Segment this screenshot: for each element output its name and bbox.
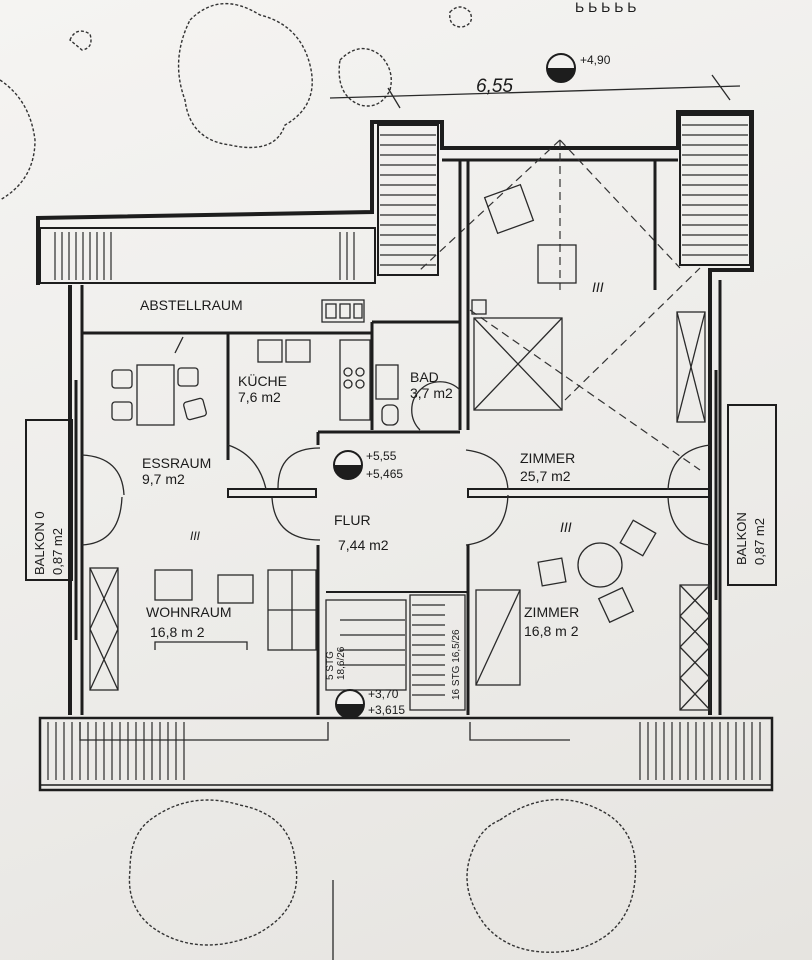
stair-left-label: 5 STG: [325, 651, 336, 680]
outer-walls: [36, 110, 754, 715]
room-area-zimmer-large: 25,7 m2: [520, 468, 571, 484]
room-area-flur: 7,44 m2: [338, 537, 389, 553]
level-marker-stair: +3,70 +3,615: [335, 687, 405, 719]
stair-right-labels: 16 STG 16,5/26: [451, 629, 462, 700]
window-box-left: [89, 567, 119, 691]
svg-text:Ь Ь Ь Ь Ь: Ь Ь Ь Ь Ь: [575, 0, 637, 15]
stair-top-left: [377, 124, 439, 276]
room-mark-zimmer-small: III: [560, 519, 572, 535]
room-area-wohnraum: 16,8 m 2: [150, 624, 205, 640]
room-label-essraum: ESSRAUM: [142, 455, 211, 471]
level-flur-upper: +5,55: [366, 449, 397, 463]
room-mark-zimmer-large: III: [592, 279, 604, 295]
room-label-zimmer-small: ZIMMER: [524, 604, 579, 620]
room-label-bad: BAD: [410, 369, 439, 385]
room-label-abstellraum: ABSTELLRAUM: [140, 297, 243, 313]
kitchen-fixtures: [257, 299, 371, 421]
balcony-left-label: BALKON 0: [32, 511, 47, 575]
tree-bottom-right: [466, 798, 637, 953]
balcony-right: [714, 370, 777, 600]
balcony-right-area: 0,87 m2: [752, 518, 767, 565]
window-box-right-upper: [676, 311, 706, 423]
roof-dash-lines: [419, 139, 701, 471]
zimmer-small-furniture: [537, 519, 657, 624]
dimension-label: 6,55: [476, 76, 513, 97]
window-box-right-lower: [679, 584, 711, 711]
room-label-wohnraum: WOHNRAUM: [146, 604, 232, 620]
level-top-value: +4,90: [580, 53, 611, 67]
balcony-left-area: 0,87 m2: [50, 528, 65, 575]
balcony-rail-top-left: [39, 227, 376, 284]
stair-left-labels: 5 STG 18,6/26: [325, 646, 347, 680]
wardrobe-zimmer-small: [475, 589, 521, 686]
level-stair-upper: +3,70: [368, 687, 399, 701]
level-stair-lower: +3,615: [368, 703, 405, 717]
balcony-right-label: BALKON: [734, 512, 749, 565]
tree-bottom-left: [128, 799, 298, 946]
balcony-right-labels: BALKON 0,87 m2: [734, 512, 767, 565]
stair-lower-right: [409, 594, 466, 711]
stair-lower-left: [325, 599, 407, 691]
dining-table: [111, 364, 207, 426]
room-label-zimmer-large: ZIMMER: [520, 450, 575, 466]
balcony-left: [25, 380, 78, 640]
room-label-kueche: KÜCHE: [238, 372, 287, 389]
room-area-bad: 3,7 m2: [410, 385, 453, 401]
tree-left-edge: [0, 79, 36, 201]
interior-walls: [82, 160, 711, 715]
room-area-zimmer-small: 16,8 m 2: [524, 623, 579, 639]
stair-right-label: 16 STG 16,5/26: [451, 629, 462, 700]
room-area-kueche: 7,6 m2: [238, 389, 281, 405]
stair-top-right: [679, 114, 751, 266]
room-mark-wohnraum: III: [190, 529, 201, 543]
balcony-left-labels: BALKON 0 0,87 m2: [32, 511, 65, 575]
wohnraum-furniture: [154, 569, 317, 651]
zimmer-large-furniture: [483, 183, 577, 284]
tree-top-left: [69, 30, 92, 51]
doors: [81, 336, 711, 546]
room-area-essraum: 9,7 m2: [142, 471, 185, 487]
wardrobe-zimmer-large: [471, 299, 563, 411]
bath-fixtures: [375, 364, 461, 431]
room-label-flur: FLUR: [334, 512, 371, 528]
level-marker-top: +4,90: [546, 53, 611, 83]
balcony-bottom: [38, 716, 774, 792]
stair-left-ratio: 18,6/26: [336, 646, 347, 680]
level-marker-flur: +5,55 +5,465: [333, 449, 403, 481]
tree-top-center: [177, 3, 473, 149]
level-flur-lower: +5,465: [366, 467, 403, 481]
tree-top-right-edge: Ь Ь Ь Ь Ь: [575, 0, 637, 15]
top-dimension: 6,55: [329, 74, 741, 109]
